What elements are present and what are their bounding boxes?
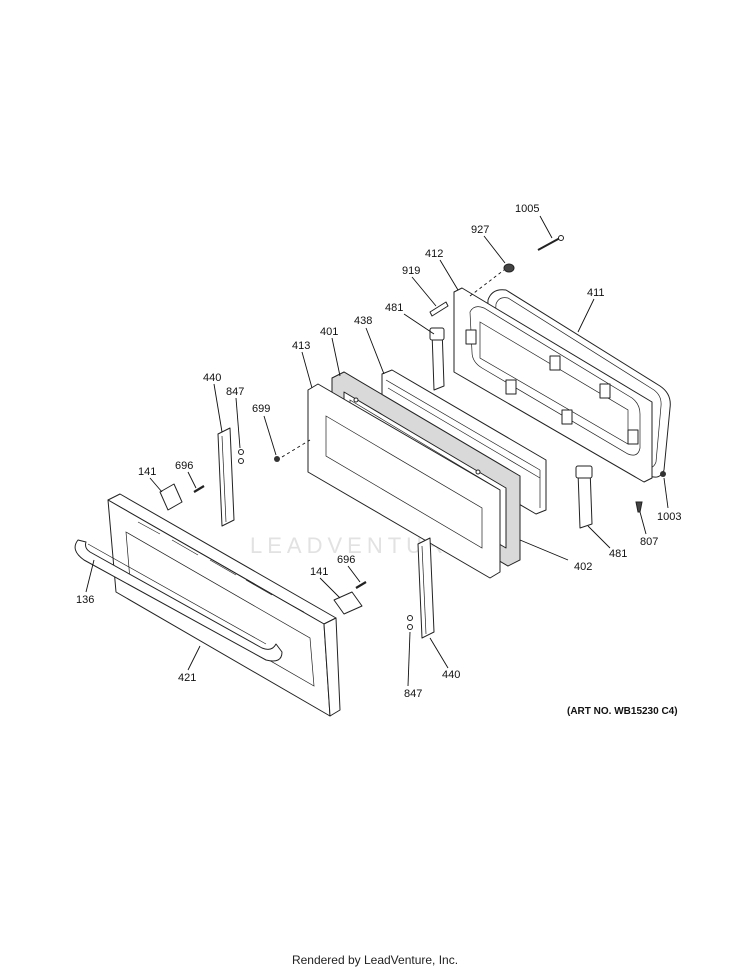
part-481-hinge-lower[interactable] [575,465,593,529]
part-927-washer[interactable] [503,263,515,273]
part-699-screw[interactable] [274,456,280,462]
part-1005-screw[interactable] [537,235,564,251]
callout-699: 699 [252,403,270,415]
part-1003-screw[interactable] [660,471,666,477]
callout-847-left: 847 [226,386,244,398]
part-412-inner-door[interactable] [453,287,653,483]
callout-421: 421 [178,672,196,684]
callout-412: 412 [425,248,443,260]
footer-credit: Rendered by LeadVenture, Inc. [291,953,459,967]
callout-411: 411 [587,287,605,299]
part-481-hinge-upper[interactable] [429,327,445,391]
callout-136: 136 [76,594,94,606]
callout-labels: 1005 927 412 919 411 481 401 438 413 440… [76,203,681,700]
callout-696-right: 696 [337,554,355,566]
part-440-trim-left[interactable] [217,427,235,527]
leader-lines [85,215,669,687]
part-696-screw-right[interactable] [355,581,367,589]
callout-481-upper: 481 [385,302,403,314]
callout-440-right: 440 [442,669,460,681]
part-141-bracket-left[interactable] [159,483,183,511]
part-696-screw-left[interactable] [193,485,205,493]
callout-438: 438 [354,315,372,327]
part-847-clips-right[interactable] [407,615,413,630]
callout-1003: 1003 [657,511,681,523]
part-847-clips-left[interactable] [238,449,244,464]
part-440-trim-right[interactable] [417,537,435,639]
part-421-outer-door[interactable] [107,493,341,717]
callout-141-right: 141 [310,566,328,578]
callout-440-left: 440 [203,372,221,384]
part-919-pin[interactable] [429,301,449,317]
callout-696-left: 696 [175,460,193,472]
callout-413: 413 [292,340,310,352]
callout-847-right: 847 [404,688,422,700]
callout-481-lower: 481 [609,548,627,560]
callout-141-left: 141 [138,466,156,478]
callout-401: 401 [320,326,338,338]
part-141-bracket-right[interactable] [333,591,363,615]
callout-807: 807 [640,536,658,548]
callout-402: 402 [574,561,592,573]
callout-919: 919 [402,265,420,277]
art-number: (ART NO. WB15230 C4) [567,706,678,717]
part-807-screw[interactable] [635,501,643,513]
part-136-handle[interactable] [74,539,283,662]
part-413-door-frame[interactable] [307,383,501,579]
callout-1005: 1005 [515,203,539,215]
callout-927: 927 [471,224,489,236]
